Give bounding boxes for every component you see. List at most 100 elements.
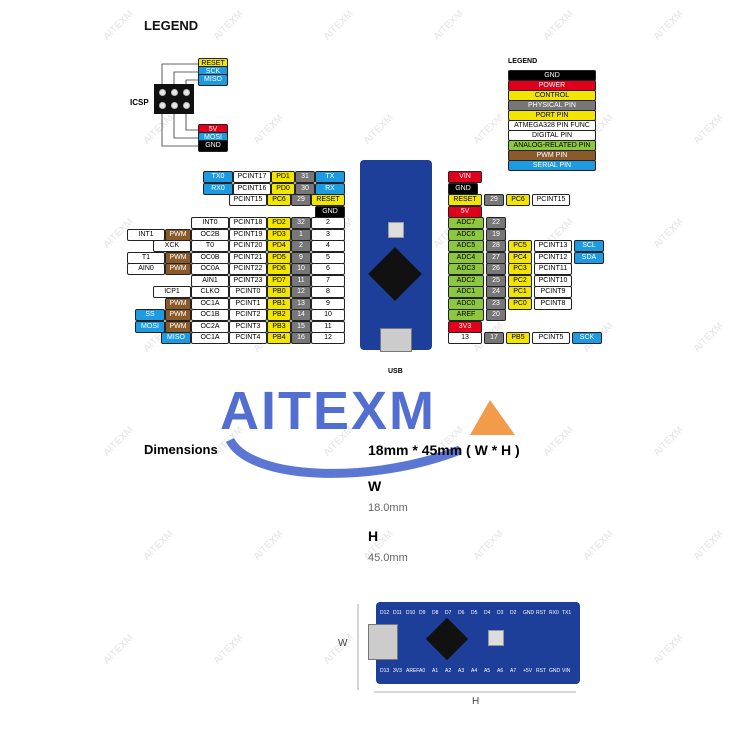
icsp-miso-tag: MISO: [198, 74, 228, 86]
pin-tag: 8: [311, 286, 345, 298]
pin-tag: 27: [486, 251, 506, 264]
pin-tag: OC2A: [191, 320, 229, 333]
legend-heading: LEGEND: [144, 18, 199, 33]
pin-tag: SCK: [572, 332, 602, 344]
usb-connector-horizontal: [368, 624, 398, 660]
pin-tag: PCINT19: [229, 228, 267, 241]
pin-tag: 3V3: [448, 320, 482, 333]
pin-tag: MOSI: [135, 320, 165, 333]
pin-tag: AIN0: [127, 263, 165, 275]
watermark-text: AITEXM: [141, 528, 176, 563]
pin-tag: RESET: [311, 194, 345, 206]
pin-tag: PB2: [267, 309, 291, 321]
icsp-label: ICSP: [130, 98, 149, 107]
logo-swoosh: [225, 400, 515, 478]
board-pin-label: RX0: [549, 610, 559, 616]
brand-logo: AITEXM: [210, 370, 530, 480]
pin-tag: PD2: [267, 217, 291, 229]
nano-board-vertical: [360, 160, 432, 352]
pin-tag: 13: [291, 297, 311, 310]
pin-tag: 11: [311, 320, 345, 333]
pin-tag: 20: [486, 309, 506, 321]
pin-tag: AREF: [448, 309, 484, 321]
watermark-text: AITEXM: [251, 528, 286, 563]
pin-tag: ADC7: [448, 217, 484, 229]
pin-tag: PCINT13: [534, 240, 572, 252]
pin-tag: MISO: [161, 332, 191, 344]
pin-tag: 24: [486, 286, 506, 298]
pin-tag: INT1: [127, 228, 165, 241]
pin-tag: PD6: [267, 263, 291, 275]
watermark-text: AITEXM: [251, 112, 286, 147]
pin-tag: PWM: [165, 251, 191, 264]
pin-tag: 29: [484, 194, 504, 206]
pin-tag: PB1: [267, 297, 291, 310]
board-pin-label: D9: [419, 610, 426, 616]
pin-tag: TX0: [203, 171, 233, 183]
pin-tag: 19: [486, 228, 506, 241]
usb-connector: [380, 328, 412, 352]
pin-tag: 30: [295, 182, 315, 195]
board-pin-label: D7: [445, 610, 452, 616]
board-pin-label: A7: [510, 668, 517, 674]
board-pin-label: D12: [380, 610, 390, 616]
pin-tag: PC6: [267, 194, 291, 206]
pin-tag: 17: [484, 332, 504, 344]
pin-tag: CLKO: [191, 286, 229, 298]
board-pin-label: A6: [497, 668, 504, 674]
pin-tag: PCINT2: [229, 309, 267, 321]
height-axis-label: H: [472, 696, 480, 707]
pin-tag: 3: [311, 228, 345, 241]
pin-tag: 6: [311, 263, 345, 275]
pin-tag: PCINT10: [534, 274, 572, 287]
board-pin-label: 3V3: [393, 668, 402, 674]
width-label: W: [368, 478, 382, 494]
pin-tag: 2: [311, 217, 345, 229]
logo-text: AITEXM: [220, 381, 437, 441]
watermark-text: AITEXM: [651, 8, 686, 43]
pin-tag: PD4: [267, 240, 291, 252]
pin-tag: PCINT12: [534, 251, 572, 264]
pin-tag: SDA: [574, 251, 604, 264]
board-pin-label: D11: [393, 610, 402, 616]
watermark-text: AITEXM: [321, 8, 356, 43]
pin-tag: OC0B: [191, 251, 229, 264]
mcu-chip-horizontal: [425, 617, 469, 661]
pin-tag: PD3: [267, 228, 291, 241]
pin-tag: 12: [291, 286, 311, 298]
pin-tag: 1: [291, 228, 311, 241]
legend-item: SERIAL PIN: [508, 160, 596, 171]
board-pin-label: D6: [458, 610, 465, 616]
pin-tag: PC2: [508, 274, 532, 287]
height-value: 45.0mm: [368, 552, 408, 564]
dimension-lines: [357, 604, 576, 693]
board-pin-label: D4: [484, 610, 491, 616]
board-pin-label: RST: [536, 610, 546, 616]
pin-tag: 5: [311, 251, 345, 264]
pin-tag: 14: [291, 309, 311, 321]
pin-tag: PD7: [267, 274, 291, 287]
pin-tag: PWM: [165, 228, 191, 241]
pin-tag: PCINT3: [229, 320, 267, 333]
pin-tag: PWM: [165, 297, 191, 310]
width-axis-label: W: [338, 638, 348, 649]
watermark-text: AITEXM: [541, 8, 576, 43]
pin-tag: 2: [291, 240, 311, 252]
board-pin-label: D3: [497, 610, 504, 616]
reset-button-horizontal: [488, 630, 504, 646]
pin-tag: PCINT11: [534, 263, 572, 275]
pin-tag: PWM: [165, 263, 191, 275]
watermark-text: AITEXM: [101, 632, 136, 667]
board-pin-label: VIN: [562, 668, 571, 674]
icsp-leader-lines: [161, 63, 198, 147]
pin-tag: SCL: [574, 240, 604, 252]
pin-tag: PCINT17: [233, 171, 271, 183]
pin-tag: ICP1: [153, 286, 191, 298]
pin-tag: ADC6: [448, 228, 484, 241]
pin-tag: PCINT20: [229, 240, 267, 252]
board-pin-label: +5V: [523, 668, 533, 674]
icsp-header: ICSP RESET SCK MISO 5V MOSI GND: [130, 56, 230, 156]
mcu-chip: [368, 247, 422, 301]
watermark-text: AITEXM: [431, 8, 466, 43]
